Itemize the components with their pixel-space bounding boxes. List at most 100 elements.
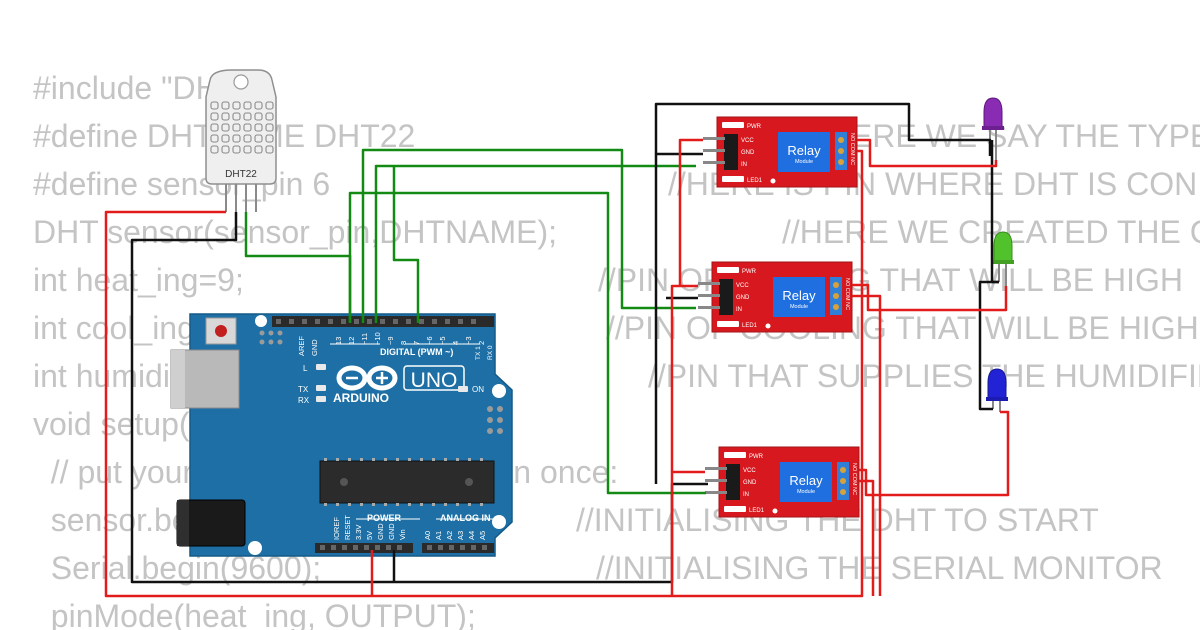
- relay-pwr-label: PWR: [749, 454, 764, 460]
- wire-black[interactable]: [654, 102, 992, 156]
- wire-red[interactable]: [857, 138, 998, 168]
- tx-led-label: TX: [298, 385, 309, 394]
- pin-label: GND: [376, 523, 385, 540]
- wire-red[interactable]: [852, 283, 1008, 312]
- relay-led-label: LED1: [749, 508, 765, 514]
- dht22-sensor[interactable]: DHT22: [205, 69, 277, 212]
- relay-pin-vcc: VCC: [736, 283, 749, 289]
- power-label: POWER: [367, 513, 402, 523]
- pin-label: 5V: [365, 531, 374, 540]
- pin-label: 2: [477, 341, 486, 345]
- relay-terminals-label: NO COM NC: [851, 463, 857, 495]
- wire-green[interactable]: [374, 164, 696, 323]
- wire-green[interactable]: [392, 166, 420, 323]
- pin-label: A4: [467, 531, 476, 540]
- pin-label: 7: [412, 341, 421, 345]
- arduino-infinity-icon: [336, 365, 398, 391]
- relay-pin-in: IN: [743, 492, 749, 498]
- relay-pin-vcc: VCC: [743, 468, 756, 474]
- relay-pin-gnd: GND: [736, 295, 750, 301]
- relay-title: Relay: [787, 143, 821, 158]
- on-led-label: ON: [472, 385, 484, 394]
- relay-terminals-label: NO COM NC: [844, 278, 850, 310]
- wire-green[interactable]: [348, 191, 706, 495]
- relay-module-2[interactable]: PWR LED1 VCC GND IN Relay Module NO COM …: [698, 261, 853, 333]
- pin-label: ~11: [360, 333, 369, 345]
- code-line: pinMode(heat_ing, OUTPUT);: [33, 598, 476, 630]
- wire-red[interactable]: [859, 479, 875, 596]
- pin-label: 3.3V: [354, 525, 363, 540]
- relay-pin-gnd: GND: [741, 150, 755, 156]
- pin-label: ~10: [373, 332, 382, 345]
- code-comment: //HERE WE CREATED THE C: [782, 214, 1200, 250]
- relay-title: Relay: [789, 473, 823, 488]
- led-green[interactable]: [992, 231, 1014, 286]
- pin-label: A1: [434, 531, 443, 540]
- relay-pin-in: IN: [736, 307, 742, 313]
- led-blue[interactable]: [986, 368, 1008, 412]
- pin-label: RX 0: [487, 345, 494, 360]
- digital-label: DIGITAL (PWM ~): [380, 347, 453, 357]
- pin-label: ~6: [425, 336, 434, 345]
- relay-pwr-label: PWR: [742, 269, 757, 275]
- relay-pin-in: IN: [741, 162, 747, 168]
- led-purple[interactable]: [982, 97, 1004, 160]
- wire-red[interactable]: [678, 138, 703, 286]
- reset-button-icon[interactable]: [205, 317, 237, 345]
- wires: [104, 102, 1010, 598]
- pin-label: TX 1: [475, 346, 482, 360]
- rx-led-label: RX: [298, 396, 310, 405]
- relay-led-label: LED1: [742, 323, 758, 329]
- pin-label: A2: [445, 531, 454, 540]
- pin-label: A5: [478, 531, 487, 540]
- relay-module-1[interactable]: PWR LED1 VCC GND IN Relay Module NO COM …: [703, 116, 858, 188]
- wire-red[interactable]: [104, 210, 672, 598]
- pin-label: Vin: [398, 529, 407, 540]
- relay-pin-gnd: GND: [743, 480, 757, 486]
- wire-black[interactable]: [978, 280, 999, 411]
- pin-label: 12: [347, 337, 356, 345]
- relay-led-label: LED1: [747, 178, 763, 184]
- relay-subtitle: Module: [790, 304, 808, 310]
- code-line: int heat_ing=9;: [33, 262, 244, 298]
- pin-label: GND: [387, 523, 396, 540]
- code-line: #define sensor_pin 6: [33, 166, 331, 202]
- arduino-model-label: UNO: [411, 369, 458, 392]
- relay-pwr-label: PWR: [747, 124, 762, 130]
- code-comment: //INITIALISING THE SERIAL MONITOR: [596, 550, 1163, 586]
- l-led-label: L: [303, 364, 308, 373]
- wire-red[interactable]: [670, 284, 698, 472]
- pin-label: A3: [456, 531, 465, 540]
- relay-title: Relay: [782, 288, 816, 303]
- code-line: DHT sensor(sensor_pin,DHTNAME);: [33, 214, 557, 250]
- pin-label: IOREF: [332, 517, 341, 540]
- pin-label: 13: [334, 337, 343, 345]
- pin-label: ~5: [438, 336, 447, 345]
- pin-label: 4: [451, 341, 460, 345]
- relay-pin-vcc: VCC: [741, 138, 754, 144]
- relay-terminals-label: NO COM NC: [849, 133, 855, 165]
- wire-red[interactable]: [859, 410, 1010, 497]
- wire-green[interactable]: [244, 212, 352, 323]
- wire-red[interactable]: [670, 470, 705, 596]
- code-line: Serial.begin(9600);: [33, 550, 322, 586]
- pin-label: ~3: [464, 336, 473, 345]
- pin-label: RESET: [343, 515, 352, 540]
- relay-module-3[interactable]: PWR LED1 VCC GND IN Relay Module NO COM …: [705, 446, 860, 518]
- relay-subtitle: Module: [795, 159, 813, 165]
- pin-label: 8: [399, 341, 408, 345]
- analog-label: ANALOG IN: [440, 513, 491, 523]
- code-comment: //HERE WE SAY THE TYPE OF: [810, 118, 1200, 154]
- code-line: void setup() {: [33, 406, 220, 442]
- pin-label: AREF: [297, 336, 306, 356]
- code-comment: //PIN THAT SUPPLIES THE HUMIDIFIE: [648, 358, 1200, 394]
- wire-green[interactable]: [361, 148, 696, 323]
- arduino-brand-label: ARDUINO: [333, 391, 389, 405]
- wire-red[interactable]: [852, 294, 882, 596]
- dht22-label: DHT22: [225, 169, 257, 180]
- arduino-uno-board[interactable]: AREF GND 13 12 ~11 ~10 ~9 8 7 ~6 ~5 4 ~3…: [170, 313, 513, 557]
- wire-red[interactable]: [672, 149, 864, 598]
- pin-label: A0: [423, 531, 432, 540]
